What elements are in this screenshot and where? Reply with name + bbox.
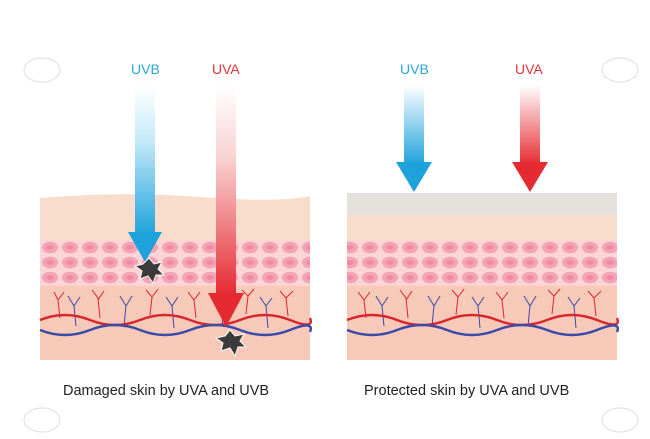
right-uva-arrow (512, 85, 548, 192)
right-artery (346, 313, 619, 327)
left-caption: Damaged skin by UVA and UVB (63, 383, 270, 399)
right-top-skin-layer (347, 215, 617, 241)
left-uvb-label: UVB (131, 61, 160, 77)
uvb-damage-burst-icon (133, 257, 166, 285)
left-vein (39, 323, 312, 337)
left-dermis-layer (40, 286, 310, 360)
watermark-icon (23, 57, 639, 433)
right-dermis-layer (347, 286, 617, 360)
right-vein (346, 323, 619, 337)
right-uvb-label: UVB (400, 61, 429, 77)
right-uva-label: UVA (515, 61, 543, 77)
left-uva-label: UVA (212, 61, 240, 77)
uva-damage-burst-icon (214, 329, 248, 358)
right-uvb-arrow (396, 85, 432, 192)
left-uva-arrow (208, 85, 244, 327)
left-uvb-arrow (128, 85, 162, 262)
right-veinlets (375, 295, 581, 329)
right-skin-panel (346, 85, 619, 360)
left-artery (39, 313, 312, 327)
left-cell-layer (40, 240, 310, 286)
right-capillaries (357, 288, 602, 319)
right-cell-layer (347, 240, 617, 286)
left-capillaries (53, 288, 294, 319)
left-skin-panel (39, 85, 312, 360)
sunscreen-layer (347, 193, 617, 215)
right-caption: Protected skin by UVA and UVB (364, 383, 570, 399)
left-top-skin-layer (40, 194, 310, 243)
